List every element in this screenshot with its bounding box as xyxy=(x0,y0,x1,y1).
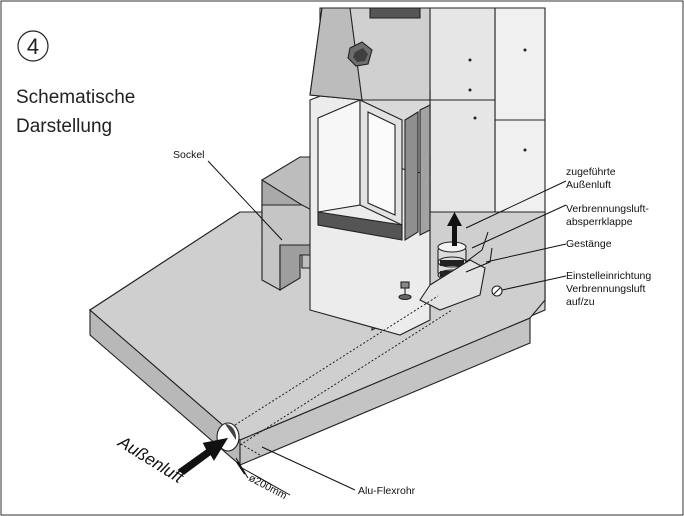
title-line-1: Schematische xyxy=(16,87,135,108)
outside-air-label: Außenluft xyxy=(114,432,188,488)
leader-lines xyxy=(207,160,567,491)
diameter-dimension xyxy=(235,457,291,496)
label-fresh-air-2: Außenluft xyxy=(566,179,611,191)
label-damper-1: Verbrennungsluft- xyxy=(566,203,649,215)
label-flex-pipe: Alu-Flexrohr xyxy=(358,485,416,497)
label-adjuster-1: Einstelleinrichtung xyxy=(566,270,651,282)
outside-air-arrow-icon xyxy=(177,437,229,475)
diameter-label: ø200mm xyxy=(247,472,289,502)
label-fresh-air-1: zugeführte xyxy=(566,166,616,178)
stove-body xyxy=(309,79,431,336)
floor-plate xyxy=(89,211,546,467)
duct-route-dotted xyxy=(219,295,453,456)
title-line-2: Darstellung xyxy=(16,116,112,137)
air-damper-assembly xyxy=(419,231,503,311)
label-adjuster-2: Verbrennungsluft xyxy=(566,283,645,295)
svg-text:ø200mm: ø200mm xyxy=(247,472,289,502)
fresh-air-arrow-icon xyxy=(447,212,462,246)
stove-hood xyxy=(309,7,431,101)
diameter-unit: mm xyxy=(268,483,289,502)
label-damper-2: absperrklappe xyxy=(566,216,633,228)
outside-air-label-group: Außenluft xyxy=(114,432,188,488)
step-number: 4 xyxy=(27,34,39,59)
label-sockel: Sockel xyxy=(173,149,205,161)
leveling-foot-icon xyxy=(398,281,412,301)
step-badge: 4 xyxy=(17,30,49,62)
label-adjuster-3: auf/zu xyxy=(566,296,595,308)
label-linkage: Gestänge xyxy=(566,238,612,250)
